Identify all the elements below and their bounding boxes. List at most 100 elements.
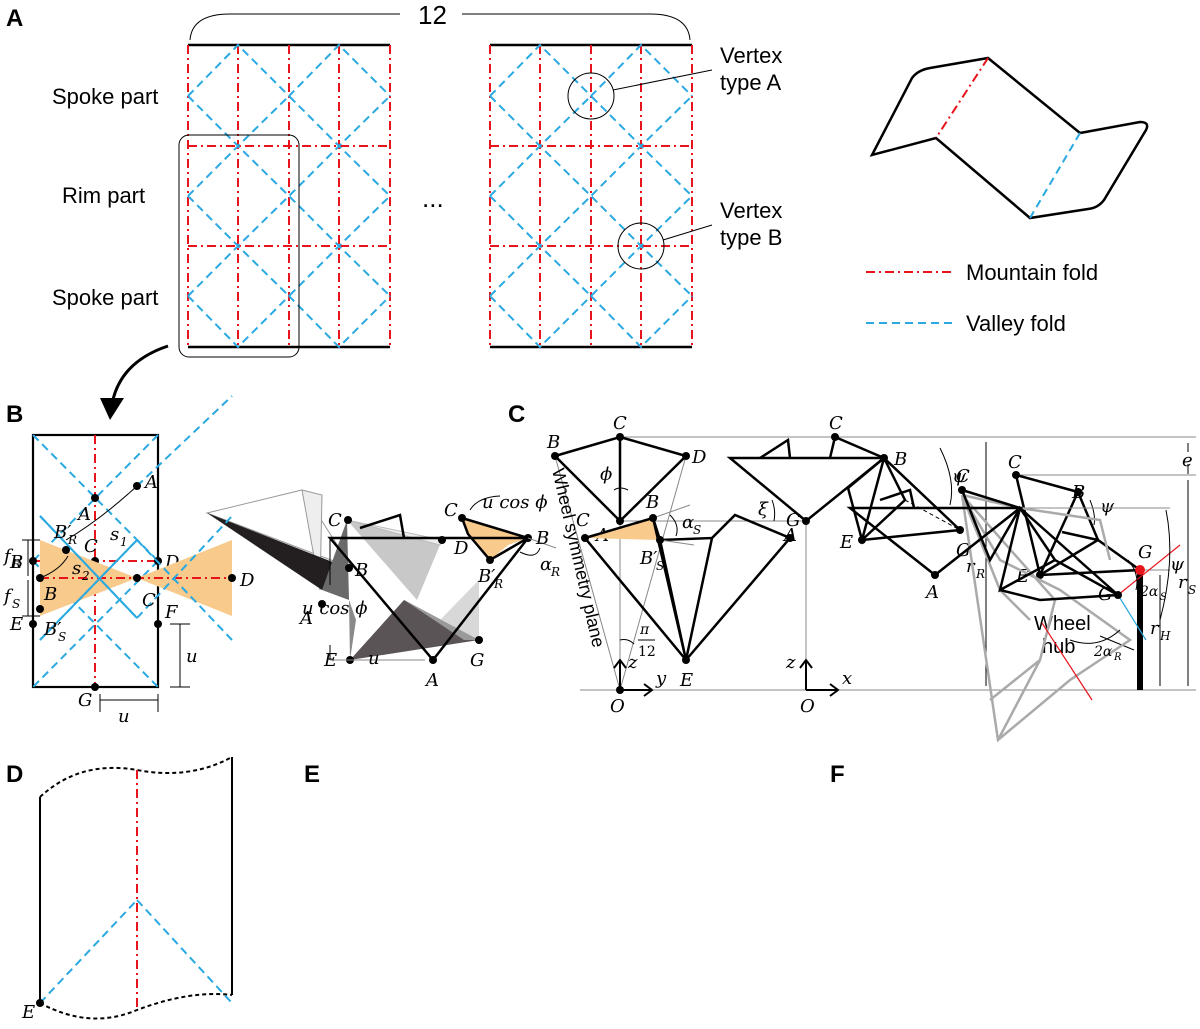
f-two-alpha-r-sub: R [1113, 652, 1122, 663]
panel-c: C B C D A ϕ π 12 Wheel symmetry plane z … [508, 401, 1196, 717]
b-point-f: F [164, 602, 179, 623]
wheel-symmetry-plane-label: Wheel symmetry plane [548, 466, 609, 649]
c-r-s-sub: S [1188, 583, 1196, 597]
d-fr-sub: R [11, 557, 21, 571]
b-point-e: E [9, 614, 23, 635]
d-s2: s [72, 558, 81, 579]
d-point-br-sub: R [67, 533, 77, 547]
panel-e: E C u cos ϕ B B′ R α R u cos ϕ u A C B [302, 492, 800, 788]
c-axis-z-mid: z [785, 652, 796, 673]
c-point-d: D [691, 447, 707, 468]
d-s2-sub: 2 [81, 569, 90, 583]
spoke-part-top-label: Spoke part [52, 84, 158, 109]
vertex-b-label-2: type B [720, 225, 782, 250]
c-point-o-left: O [610, 696, 625, 717]
legend-valley-label: Valley fold [966, 311, 1066, 336]
c-mid-point-b: B [893, 449, 907, 470]
d-point-br: B′ [53, 522, 71, 543]
f-two-alpha-s-sub: S [1160, 592, 1167, 603]
e-point-c: C [444, 500, 458, 521]
c-pi: π [639, 622, 650, 638]
panel-b-label: B [6, 401, 23, 428]
c-r-s: r [1178, 572, 1188, 593]
panel-f: F C A G ψ 2α S 2α R [830, 466, 1185, 788]
panel-b: B A C B D E F G u u [6, 401, 484, 727]
c-point-b: B [546, 432, 560, 453]
e2-alpha-s-sub: S [693, 523, 701, 537]
c-psi-mid: ψ [952, 466, 967, 487]
c-phi: ϕ [600, 464, 612, 485]
d-point-a: A [143, 472, 158, 493]
panel-f-label: F [830, 761, 845, 788]
e2-point-bs: B′ [639, 548, 657, 569]
fold-sketch [869, 56, 1149, 220]
b-u-vertical: u [186, 646, 198, 667]
unit-cell-box [178, 134, 300, 358]
e2-alpha-s: α [682, 512, 694, 533]
e-point-a: A [424, 670, 439, 691]
c-right-point-c: C [1008, 452, 1022, 473]
legend-mountain-label: Mountain fold [966, 260, 1098, 285]
e-point-br-sub: R [493, 577, 503, 591]
e2-point-g: G [786, 510, 800, 531]
f-two-alpha-s: 2α [1139, 584, 1159, 600]
e2-point-e: E [679, 670, 693, 691]
f-point-c: C [956, 466, 970, 487]
f-point-a: A [924, 582, 939, 603]
c-axis-x: x [842, 668, 852, 689]
e-ucos-top: u cos ϕ [482, 492, 547, 513]
vertex-b-label-1: Vertex [720, 198, 782, 223]
f-two-alpha-r: 2α [1093, 644, 1113, 660]
b3-point-d: D [453, 538, 469, 559]
e-alpha-r-sub: R [550, 565, 560, 579]
crease-pattern-right [489, 43, 693, 349]
c-point-o-mid: O [800, 696, 815, 717]
b-point-b: B [9, 552, 23, 573]
d-point-bs: B′ [43, 619, 61, 640]
b-point-a: A [76, 504, 91, 525]
c-r-h: r [1150, 618, 1160, 639]
panel-c-label: C [508, 401, 525, 428]
spoke-part-bottom-label: Spoke part [52, 285, 158, 310]
folded-unit-3d [205, 489, 483, 664]
vertex-a-label-1: Vertex [720, 43, 782, 68]
vertex-a-circle [567, 72, 615, 120]
e2-point-c: C [576, 510, 590, 531]
c-xi: ξ [758, 499, 769, 520]
ellipsis: ... [422, 183, 444, 213]
rim-part-label: Rim part [62, 183, 145, 208]
count-label: 12 [418, 0, 447, 30]
b3-point-c: C [328, 510, 342, 531]
c-mid-point-e: E [839, 532, 853, 553]
f-psi: ψ [1170, 554, 1185, 575]
c-e: e [1182, 450, 1193, 471]
c-r-r: r [966, 556, 976, 577]
b-point-c: C [84, 536, 98, 557]
d-point-b: B [43, 584, 57, 605]
d-point-e: E [21, 1002, 35, 1023]
c-point-c: C [613, 413, 627, 434]
vertex-a-label-2: type A [720, 70, 781, 95]
vertex-b-circle [617, 222, 665, 270]
d-point-d: D [239, 570, 255, 591]
e2-point-bs-sub: S [656, 559, 664, 573]
panel-d: D A B′ R s 1 s 2 B C D B′ S [2, 395, 255, 1023]
b3-point-a: A [298, 608, 313, 629]
b-u-horizontal: u [118, 706, 130, 727]
c-mid-point-c: C [829, 413, 843, 434]
f-point-g: G [1098, 584, 1112, 605]
b-point-g: G [78, 690, 92, 711]
b3-point-b: B [354, 560, 368, 581]
panel-a-label: A [6, 5, 23, 32]
d-point-bs-sub: S [58, 630, 66, 644]
d-s1-sub: 1 [120, 535, 128, 549]
b3-point-g: G [470, 650, 484, 671]
e-point-br: B′ [477, 566, 495, 587]
panel-e-label: E [304, 761, 320, 788]
e-alpha-r: α [540, 554, 552, 575]
d-fs-sub: S [12, 597, 20, 611]
panel-a: A 12 ... [6, 0, 1149, 420]
crease-pattern-left [187, 43, 391, 349]
c-right-point-b: B [1071, 482, 1085, 503]
